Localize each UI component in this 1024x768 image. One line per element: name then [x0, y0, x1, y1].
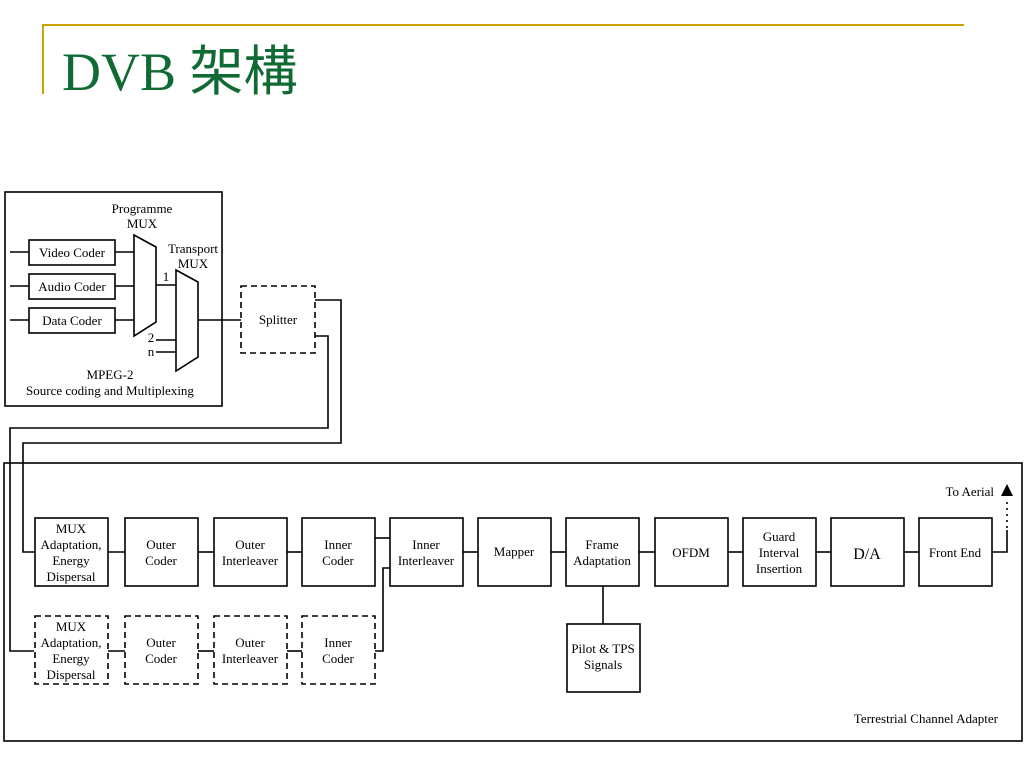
slide-title: DVB 架構	[62, 42, 298, 102]
front-end-label: Front End	[929, 545, 982, 560]
pilot-tps-line-2: Signals	[584, 657, 622, 672]
outer-interleaver-line-2: Interleaver	[222, 553, 279, 568]
mux-adaptation-line-2: Adaptation,	[40, 537, 101, 552]
mux-adaptation-dashed-line-3: Energy	[52, 651, 90, 666]
inner-coder-line-1: Inner	[324, 537, 352, 552]
port-n-label: n	[148, 344, 155, 359]
port-1-label: 1	[163, 269, 170, 284]
aerial-arrow-icon	[1001, 484, 1013, 496]
outer-interleaver-dashed-line-1: Outer	[235, 635, 265, 650]
mpeg-caption-2: Source coding and Multiplexing	[26, 383, 194, 398]
splitter-label: Splitter	[259, 312, 298, 327]
mux-adaptation-dashed-line-2: Adaptation,	[40, 635, 101, 650]
frame-adaptation-line-1: Frame	[585, 537, 618, 552]
to-aerial-label: To Aerial	[945, 484, 994, 499]
inner-interleaver-line-1: Inner	[412, 537, 440, 552]
mapper-label: Mapper	[494, 544, 535, 559]
channel-adapter-box	[3, 462, 1023, 742]
outer-interleaver-dashed-line-2: Interleaver	[222, 651, 279, 666]
splitter-primary-route	[22, 299, 342, 553]
pilot-tps-box	[566, 623, 641, 693]
splitter-secondary-route	[9, 335, 329, 652]
transport-mux-label-1: Transport	[168, 241, 218, 256]
inner-coder-line-2: Coder	[322, 553, 354, 568]
video-coder-label: Video Coder	[39, 245, 106, 260]
guard-interval-line-3: Insertion	[756, 561, 803, 576]
programme-mux-label-2: MUX	[127, 216, 158, 231]
mux-adaptation-dashed-line-1: MUX	[56, 619, 87, 634]
transport-mux-shape	[175, 268, 199, 373]
inner-coder-dashed-line-2: Coder	[322, 651, 354, 666]
inner-interleaver-line-2: Interleaver	[398, 553, 455, 568]
outer-coder-box	[124, 517, 199, 587]
programme-mux-shape	[133, 233, 157, 338]
data-coder-label: Data Coder	[42, 313, 102, 328]
da-label: D/A	[853, 546, 881, 563]
channel-adapter-caption: Terrestrial Channel Adapter	[854, 711, 999, 726]
pilot-tps-line-1: Pilot & TPS	[571, 641, 634, 656]
outer-coder-dashed-line-1: Outer	[146, 635, 176, 650]
mux-adaptation-line-1: MUX	[56, 521, 87, 536]
outer-coder-dashed-line-2: Coder	[145, 651, 177, 666]
mux-adaptation-line-4: Dispersal	[46, 569, 95, 584]
outer-interleaver-dashed-box	[213, 615, 288, 685]
inner-coder-dashed-box	[301, 615, 376, 685]
title-rule-vertical	[42, 24, 44, 94]
outer-coder-line-1: Outer	[146, 537, 176, 552]
dashed-to-interleaver-line	[375, 567, 390, 652]
outer-coder-dashed-box	[124, 615, 199, 685]
port-2-label: 2	[148, 330, 155, 345]
frame-adaptation-box	[565, 517, 640, 587]
transport-mux-label-2: MUX	[178, 256, 209, 271]
guard-interval-line-2: Interval	[759, 545, 800, 560]
inner-coder-box	[301, 517, 376, 587]
outer-interleaver-box	[213, 517, 288, 587]
programme-mux-label-1: Programme	[112, 201, 173, 216]
mux-adaptation-line-3: Energy	[52, 553, 90, 568]
front-end-to-aerial-line	[992, 530, 1008, 553]
guard-interval-line-1: Guard	[763, 529, 796, 544]
mpeg-caption-1: MPEG-2	[87, 367, 134, 382]
frame-adaptation-line-2: Adaptation	[573, 553, 631, 568]
inner-coder-dashed-line-1: Inner	[324, 635, 352, 650]
mux-adaptation-dashed-line-4: Dispersal	[46, 667, 95, 682]
title-rule-horizontal	[42, 24, 964, 26]
ofdm-label: OFDM	[672, 545, 710, 560]
mpeg2-source-box	[4, 191, 223, 407]
outer-coder-line-2: Coder	[145, 553, 177, 568]
audio-coder-label: Audio Coder	[38, 279, 106, 294]
inner-interleaver-box	[389, 517, 464, 587]
outer-interleaver-line-1: Outer	[235, 537, 265, 552]
